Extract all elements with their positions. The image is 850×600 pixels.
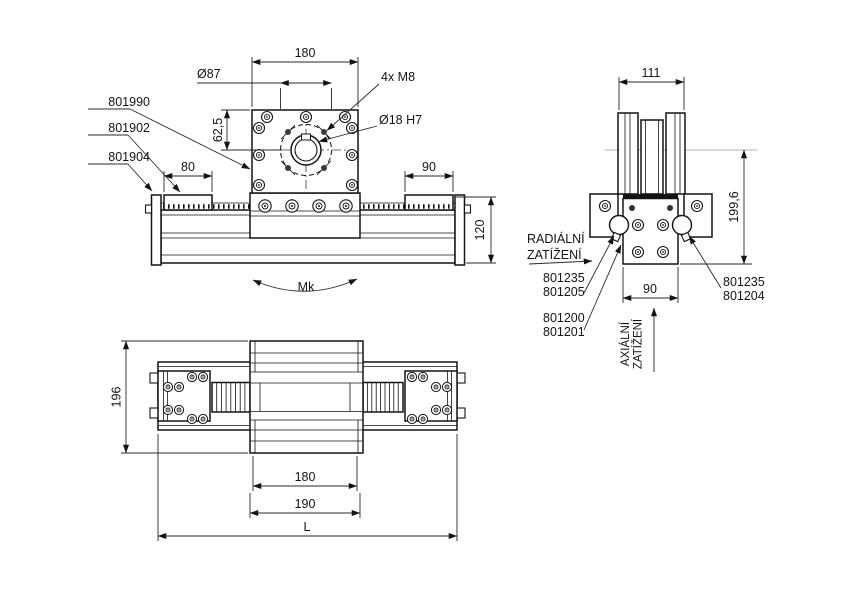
dim-mount-holes: 4x M8 xyxy=(381,70,415,84)
right-guide-roller xyxy=(671,214,693,236)
right-cover-strip xyxy=(404,194,454,211)
right-end-plate xyxy=(454,194,466,266)
m8-hole xyxy=(285,129,291,135)
dim-bolt-circle: Ø87 xyxy=(197,67,221,81)
dim-profile-width: 111 xyxy=(641,66,660,80)
axial-load-line1: AXIÁLNÍ xyxy=(619,321,632,366)
side-part-labels: 801235 801205 801200 801201 801235 80120… xyxy=(543,235,765,339)
dim-body-height: 120 xyxy=(473,220,487,241)
part-label-right-roller-2: 801204 xyxy=(723,289,765,303)
torque-arrow xyxy=(252,278,358,292)
part-label-end-cap: 801904 xyxy=(108,150,150,164)
pin-hole xyxy=(667,205,673,211)
m8-hole xyxy=(321,129,327,135)
part-label-cover-strip: 801902 xyxy=(108,121,150,135)
part-label-drive-1: 801200 xyxy=(543,311,585,325)
dim-flange-length: 180 xyxy=(295,470,316,484)
part-label-gear-unit: 801990 xyxy=(108,95,150,109)
side-dimensions: 111 199,6 90 xyxy=(618,66,752,303)
carriage-top-bar xyxy=(623,194,678,199)
linear-unit-body xyxy=(144,109,472,266)
front-part-labels: 801990 801902 801904 xyxy=(88,95,251,193)
front-view: 180 Ø87 62,5 4x M8 Ø18 H7 80 90 120 Mk xyxy=(88,46,496,294)
dim-total-height: 199,6 xyxy=(727,191,741,222)
left-cover-strip xyxy=(163,194,213,211)
radial-load-line1: RADIÁLNÍ xyxy=(527,231,585,246)
axial-load-line2: ZATÍŽENÍ xyxy=(632,318,645,369)
m8-hole xyxy=(285,165,291,171)
gearbox-plan xyxy=(249,340,364,454)
part-label-left-roller-1: 801235 xyxy=(543,271,585,285)
dim-left-cover: 80 xyxy=(181,160,195,174)
dim-carriage-width: 90 xyxy=(643,282,657,296)
right-eccentric-pin xyxy=(680,231,692,243)
part-label-right-roller-1: 801235 xyxy=(723,275,765,289)
right-bellows xyxy=(362,381,404,413)
profile-columns xyxy=(617,112,686,195)
carriage xyxy=(249,192,361,239)
left-end-plate xyxy=(150,194,162,266)
m8-hole xyxy=(321,165,327,171)
bolt-circle xyxy=(280,124,332,176)
part-label-drive-2: 801201 xyxy=(543,325,585,339)
plan-dimensions: 196 180 190 L xyxy=(110,340,458,541)
dim-bore-offset: 62,5 xyxy=(211,118,225,142)
dim-bore: Ø18 H7 xyxy=(379,113,422,127)
dim-right-cover: 90 xyxy=(422,160,436,174)
dim-base-length: 190 xyxy=(295,497,316,511)
plan-view: 196 180 190 L xyxy=(110,340,466,541)
load-annotations: RADIÁLNÍ ZATÍŽENÍ AXIÁLNÍ ZATÍŽENÍ xyxy=(527,231,658,372)
keyway xyxy=(301,133,311,141)
dim-flange-width: 180 xyxy=(295,46,316,60)
radial-load-arrow xyxy=(528,258,593,265)
left-guide-roller xyxy=(608,214,630,236)
dim-body-width: 196 xyxy=(110,387,124,408)
dim-torque: Mk xyxy=(298,280,315,294)
side-view: 111 199,6 90 RADIÁLNÍ ZATÍŽENÍ AXIÁLNÍ Z… xyxy=(527,66,765,372)
dim-total-length: L xyxy=(304,520,311,534)
pin-hole xyxy=(629,205,635,211)
part-label-left-roller-2: 801205 xyxy=(543,285,585,299)
radial-load-line2: ZATÍŽENÍ xyxy=(527,247,582,262)
front-dimensions: 180 Ø87 62,5 4x M8 Ø18 H7 80 90 120 Mk xyxy=(163,46,496,294)
